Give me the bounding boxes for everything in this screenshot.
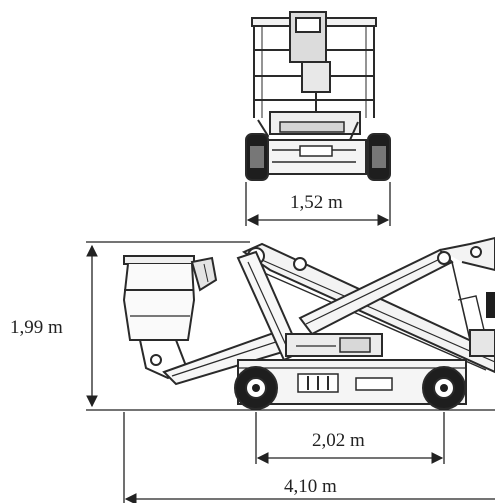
front-view-basket bbox=[251, 11, 377, 118]
wheelbase-dimension bbox=[255, 412, 445, 464]
length-dimension bbox=[123, 412, 495, 503]
front-view-chassis bbox=[261, 139, 367, 175]
height-dimension bbox=[86, 241, 250, 408]
side-view-upper-boom bbox=[241, 242, 495, 374]
side-view-basket bbox=[122, 255, 218, 380]
side-view-turret bbox=[285, 292, 495, 357]
wheelbase-dimension-label: 2,02 m bbox=[312, 430, 365, 451]
front-view bbox=[245, 11, 391, 181]
width-dimension bbox=[245, 182, 391, 226]
length-dimension-label: 4,10 m bbox=[284, 476, 337, 497]
height-dimension-label: 1,99 m bbox=[10, 317, 63, 338]
side-view-wheels bbox=[234, 366, 466, 410]
side-view-scissor-arm bbox=[298, 236, 495, 349]
front-view-wheels bbox=[245, 133, 391, 181]
front-view-turret bbox=[257, 111, 361, 151]
side-view bbox=[122, 236, 495, 410]
width-dimension-label: 1,52 m bbox=[290, 192, 343, 213]
